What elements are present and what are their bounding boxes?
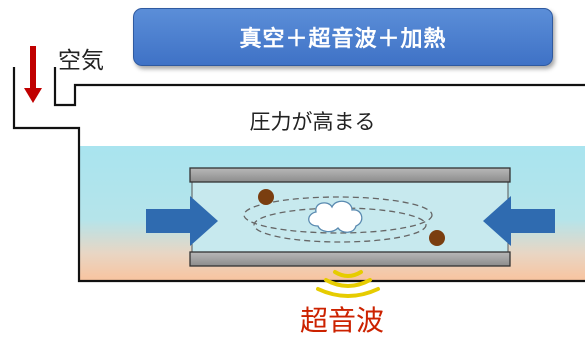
vessel-outline (12, 67, 585, 283)
title-banner: 真空＋超音波＋加熱 (133, 8, 553, 66)
cloud-icon (308, 200, 363, 233)
flow-loop (243, 196, 433, 234)
air-label: 空気 (58, 48, 104, 74)
right-arrow-icon (146, 196, 218, 246)
particle (429, 230, 445, 246)
bottom-plate (189, 251, 511, 267)
ultrasonic-label: 超音波 (300, 304, 385, 337)
ultrasonic-wave-icon (316, 270, 380, 298)
left-arrow-icon (483, 196, 555, 246)
top-plate (189, 167, 511, 183)
pressure-label: 圧力が高まる (249, 110, 376, 134)
down-arrow-icon (24, 46, 42, 103)
particle (258, 189, 274, 205)
